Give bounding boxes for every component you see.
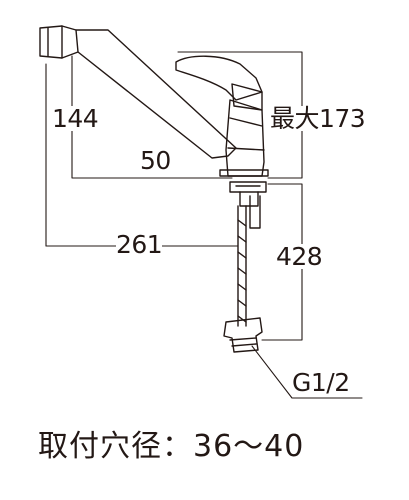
reach-to-hole-label: 50 [140,146,171,175]
hose-length-label: 428 [276,242,323,271]
hose-fitting [223,317,263,353]
mounting-shank [239,191,261,229]
spout-tip [39,25,79,59]
dim-g12-leader [251,345,363,399]
supply-hose [237,205,247,327]
body-shoulder [227,117,265,151]
fitting-thread [229,337,257,347]
hose-braid [237,219,247,323]
body-column [225,99,265,177]
max-height-label: 最大173 [270,104,366,133]
thread-size-label: G1/2 [292,368,350,397]
spout-height-label: 144 [52,104,99,133]
dim-428-line [261,183,303,341]
spout-reach-label: 261 [116,230,163,259]
faucet-base [219,169,269,177]
mounting-hole-note: 取付穴径：36〜40 [38,429,305,464]
mounting-nut [229,181,267,193]
faucet-body [39,25,269,353]
lever-handle [175,55,263,101]
dim-173-line [177,51,303,179]
spout-tip-edge [47,25,63,59]
spout-arm [75,29,237,159]
